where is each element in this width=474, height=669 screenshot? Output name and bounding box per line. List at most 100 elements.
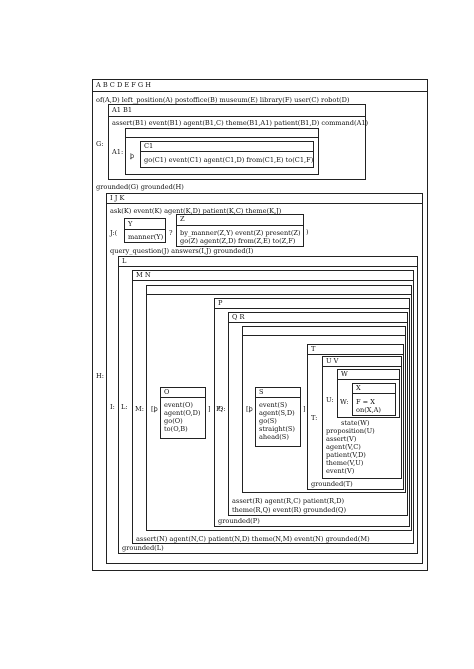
q-divider (228, 322, 408, 323)
y-referents: Y (128, 220, 133, 228)
u-label: U: (326, 396, 334, 404)
t-label: T: (311, 414, 318, 422)
c1-box (140, 141, 314, 168)
o-condition: to(O,B) (164, 425, 188, 433)
h-label: H: (96, 372, 104, 380)
g-divider (108, 116, 366, 117)
g-box (108, 104, 366, 180)
u-tail-conditions: state(W) (341, 419, 370, 427)
z-condition-line-2: go(Z) agent(Z,D) from(Z,E) to(Z,F) (180, 237, 296, 245)
z-referents: Z (180, 215, 185, 223)
q-inner-divider (242, 335, 406, 336)
i-referents: L (122, 257, 127, 265)
m-divider (146, 294, 412, 295)
o-divider (160, 397, 206, 398)
s-referents: S (259, 388, 264, 396)
x-referents: X (356, 384, 361, 392)
a1-outer-divider (125, 137, 319, 138)
outer-conditions: of(A,D) left_position(A) postoffice(B) m… (96, 96, 350, 104)
x-conditions: F = X on(X,A) (356, 398, 381, 414)
m-close-bracket: ] (208, 405, 211, 413)
g-conditions: assert(B1) event(B1) agent(B1,C) theme(B… (112, 119, 369, 127)
t-condition: patient(V,D) (326, 451, 366, 459)
t-condition: proposition(U) (326, 427, 375, 435)
a1-outer-box (125, 128, 319, 175)
t-condition: event(V) (326, 467, 355, 475)
u-referents: U V (326, 357, 339, 365)
s-condition: straight(S) (259, 425, 296, 433)
l-divider (132, 280, 414, 281)
o-condition: agent(O,D) (164, 409, 201, 417)
z-condition-line-1: by_manner(Z,Y) event(Z) present(Z) (180, 229, 301, 237)
m-label: M: (135, 405, 144, 413)
h-box (106, 193, 423, 564)
t-box (307, 344, 404, 490)
x-condition: on(X,A) (356, 406, 381, 414)
q-operator: [ꝧ (246, 405, 253, 413)
s-conditions: event(S) agent(S,D) go(S) straight(S) ah… (259, 401, 295, 441)
u-divider (322, 366, 402, 367)
s-box (255, 387, 301, 447)
h-referents: I J K (110, 194, 125, 202)
query-conditions: query_question(J) answers(I,J) grounded(… (110, 247, 254, 255)
p-box (214, 298, 410, 527)
l-tail-conditions: assert(N) agent(N,C) patient(N,D) theme(… (136, 535, 370, 543)
s-condition: ahead(S) (259, 433, 289, 441)
z-divider (176, 225, 304, 226)
s-condition: agent(S,D) (259, 409, 295, 417)
p-referents: P (218, 299, 223, 307)
w-referents: W (341, 370, 348, 378)
c1-referents: C1 (144, 142, 154, 150)
i-label: I: (110, 403, 115, 411)
q-referents: Q R (232, 313, 245, 321)
w-label: W: (340, 398, 349, 406)
y-conditions: manner(Y) (128, 233, 164, 241)
g-referents: A1 B1 (112, 106, 133, 114)
t-referents: T (311, 345, 316, 353)
t-condition: assert(V) (326, 435, 357, 443)
c1-conditions: go(C1) event(C1) agent(C1,D) from(C1,E) … (144, 156, 314, 164)
q-inner-box (242, 326, 406, 493)
q-label: Q: (218, 405, 226, 413)
w-divider (337, 379, 400, 380)
o-referents: O (164, 388, 170, 396)
y-divider (124, 229, 166, 230)
q-tail-line-1: assert(R) agent(R,C) patient(R,D) (232, 497, 345, 505)
l-box (132, 270, 414, 544)
l-label: L: (121, 403, 128, 411)
q-tail-line-2: theme(R,Q) event(R) grounded(Q) (232, 506, 347, 514)
s-condition: go(S) (259, 417, 277, 425)
i-box (118, 256, 418, 554)
x-condition: F = X (356, 398, 375, 406)
m-box (146, 285, 412, 531)
a1-label: A1: (112, 148, 124, 156)
q-box (228, 312, 408, 516)
s-divider (255, 397, 301, 398)
i-tail-conditions: grounded(L) (122, 544, 164, 552)
o-condition: go(O) (164, 417, 183, 425)
p-tail-conditions: grounded(P) (218, 517, 260, 525)
y-box (124, 218, 166, 243)
outer-tail-conditions: grounded(G) grounded(H) (96, 183, 184, 191)
j-label: J:( (110, 229, 118, 237)
p-divider (214, 308, 410, 309)
o-box (160, 387, 206, 439)
c1-divider (140, 151, 314, 152)
o-condition: event(O) (164, 401, 193, 409)
w-box (337, 369, 400, 418)
t-conditions: proposition(U) assert(V) agent(V,C) pati… (326, 427, 375, 475)
outer-drs-box (92, 79, 428, 571)
h-conditions: ask(K) event(K) agent(K,D) patient(K,C) … (110, 207, 282, 215)
outer-divider (92, 91, 428, 92)
t-condition: theme(V,U) (326, 459, 364, 467)
o-conditions: event(O) agent(O,D) go(O) to(O,B) (164, 401, 201, 433)
p-label: P: (216, 405, 223, 413)
l-referents: M N (136, 271, 151, 279)
t-divider (307, 354, 404, 355)
j-close-paren: ) (306, 228, 309, 236)
j-question-mark: ? (169, 229, 173, 237)
g-label: G: (96, 140, 104, 148)
t-condition: agent(V,C) (326, 443, 361, 451)
u-box (322, 356, 402, 479)
z-box (176, 214, 304, 247)
